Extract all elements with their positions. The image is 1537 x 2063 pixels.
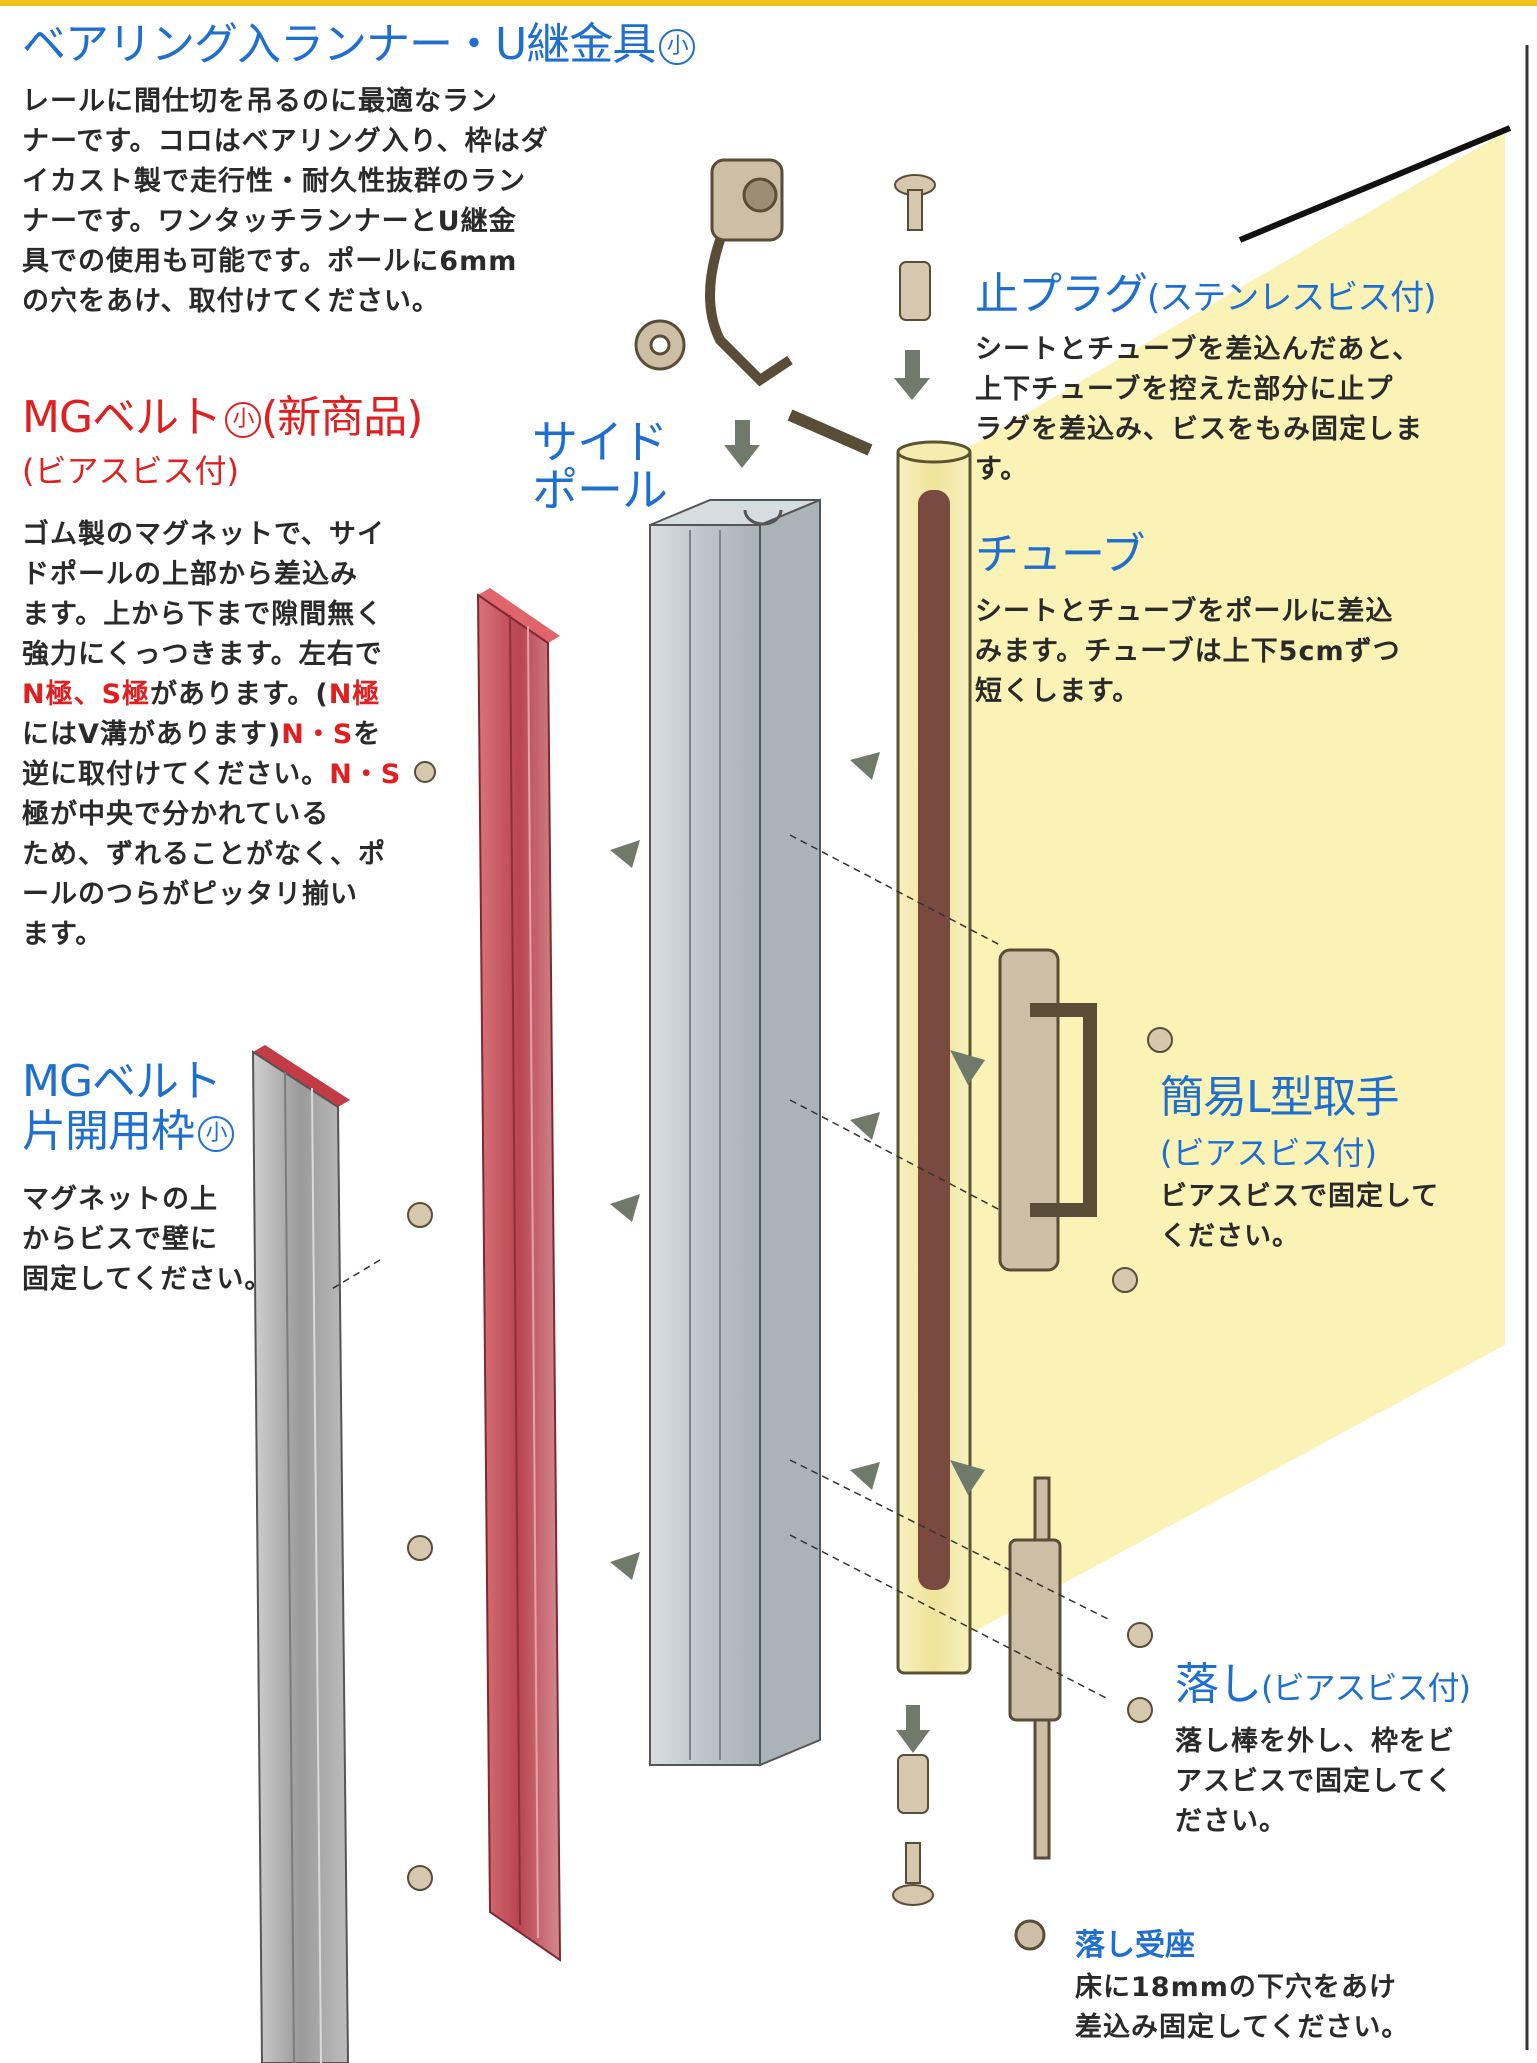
drop-desc-line: アスビスで固定してく [1175, 1766, 1454, 1797]
mg-desc-line: 逆に取付けてください。N・S [22, 759, 402, 790]
drop-description: 落し棒を外し、枠をビ アスビスで固定してく ださい。 [1175, 1722, 1455, 1842]
stop-plug-desc-line: シートとチューブを差込んだあと、 [975, 334, 1421, 365]
handle-desc-line: ビアスビスで固定して [1160, 1181, 1440, 1212]
screws [407, 174, 1173, 1906]
tube-description: シートとチューブをポールに差込 みます。チューブは上下5cmずつ 短くします。 [975, 592, 1401, 712]
side-pole-shape [649, 498, 821, 1767]
small-badge-icon: 小 [659, 29, 696, 65]
handle-description: ビアスビスで固定して ください。 [1160, 1177, 1439, 1257]
mg-desc-line: 強力にくっつきます。左右で [22, 639, 383, 670]
mg-desc-line: にはV溝があります)N・Sを [22, 719, 382, 750]
drop-seat-desc-line: 床に18mmの下穴をあけ [1075, 1972, 1397, 2003]
runner-desc-line: レールに間仕切を吊るのに最適なラン [22, 86, 498, 117]
drop-bolt-shape [1008, 1476, 1062, 1951]
top-bar [0, 0, 1537, 6]
arrows [610, 350, 985, 1753]
runner-hardware [634, 158, 873, 456]
mg-desc-line: ールのつらがピッタリ揃い [22, 879, 358, 910]
stop-plug-desc-line: す。 [975, 454, 1029, 485]
frame-desc-line: からビスで壁に [22, 1224, 218, 1255]
mg-belt-title: MGベルト小(新商品) [22, 392, 423, 443]
runner-desc-line: の穴をあけ、取付けてください。 [22, 286, 440, 317]
stop-plug-screw-bottom [892, 1754, 934, 1906]
stop-plug-screw-top [894, 174, 936, 321]
handle-desc-line: ください。 [1160, 1221, 1300, 1252]
runner-desc-line: ナーです。ワンタッチランナーとU継金 [22, 206, 517, 237]
tube-title: チューブ [975, 529, 1145, 580]
frame-desc-line: 固定してください。 [22, 1264, 273, 1295]
drop-seat-description: 床に18mmの下穴をあけ 差込み固定してください。 [1075, 1968, 1409, 2048]
frame-description: マグネットの上 からビスで壁に 固定してください。 [22, 1180, 272, 1300]
stop-plug-desc-line: 上下チューブを控えた部分に止プ [975, 374, 1394, 405]
mg-desc-line: N極、S極があります。(N極 [22, 679, 381, 710]
mg-belt-subtitle: (ビアスビス付) [22, 452, 239, 490]
stop-plug-title: 止プラグ(ステンレスビス付) [975, 269, 1437, 320]
stop-plug-desc-line: ラグを差込み、ビスをもみ固定しま [975, 414, 1423, 445]
mg-desc-line: ゴム製のマグネットで、サイ [22, 519, 385, 550]
drop-desc-line: 落し棒を外し、枠をビ [1175, 1726, 1455, 1757]
handle-title: 簡易L型取手 [1160, 1072, 1400, 1123]
sheet-panel [930, 125, 1512, 1650]
drop-desc-line: ださい。 [1175, 1806, 1287, 1837]
l-handle-shape [998, 948, 1097, 1272]
frame-title: MGベルト 片開用枠小 [22, 1057, 234, 1157]
mg-desc-line: ドポールの上部から差込み [22, 559, 358, 590]
runner-desc-line: ナーです。コロはベアリング入り、枠はダ [22, 126, 549, 157]
drop-title: 落し(ビアスビス付) [1175, 1659, 1471, 1710]
side-pole-label: サイド ポール [532, 415, 668, 517]
mg-desc-line: ます。 [22, 919, 104, 950]
tube-desc-line: 短くします。 [975, 676, 1141, 707]
frame-shape [251, 1045, 350, 2063]
mg-belt-description: ゴム製のマグネットで、サイ ドポールの上部から差込み ます。上から下まで隙間無く… [22, 515, 401, 955]
tube-desc-line: みます。チューブは上下5cmずつ [975, 636, 1401, 667]
stop-plug-description: シートとチューブを差込んだあと、 上下チューブを控えた部分に止プ ラグを差込み、… [975, 330, 1423, 490]
mg-belt-shape [476, 588, 562, 1962]
frame-desc-line: マグネットの上 [22, 1184, 218, 1215]
mg-desc-line: ため、ずれることがなく、ポ [22, 839, 386, 870]
small-badge-icon: 小 [198, 1116, 234, 1152]
mg-desc-line: 極が中央で分かれている [22, 799, 330, 830]
drop-seat-title: 落し受座 [1075, 1928, 1195, 1963]
runner-description: レールに間仕切を吊るのに最適なラン ナーです。コロはベアリング入り、枠はダ イカ… [22, 82, 549, 322]
mg-desc-line: ます。上から下まで隙間無く [22, 599, 384, 630]
inner-tube [918, 490, 950, 1590]
tube-assembly [896, 440, 972, 1675]
small-badge-icon: 小 [225, 402, 262, 438]
runner-desc-line: 具での使用も可能です。ポールに6mm [22, 246, 518, 277]
tube-desc-line: シートとチューブをポールに差込 [975, 596, 1394, 627]
runner-desc-line: イカスト製で走行性・耐久性抜群のラン [22, 166, 526, 197]
drop-seat-desc-line: 差込み固定してください。 [1075, 2012, 1410, 2043]
guide-lines [329, 834, 1111, 1701]
handle-subtitle: (ビアスビス付) [1160, 1134, 1377, 1172]
runner-title: ベアリング入ランナー・U継金具小 [22, 20, 696, 70]
